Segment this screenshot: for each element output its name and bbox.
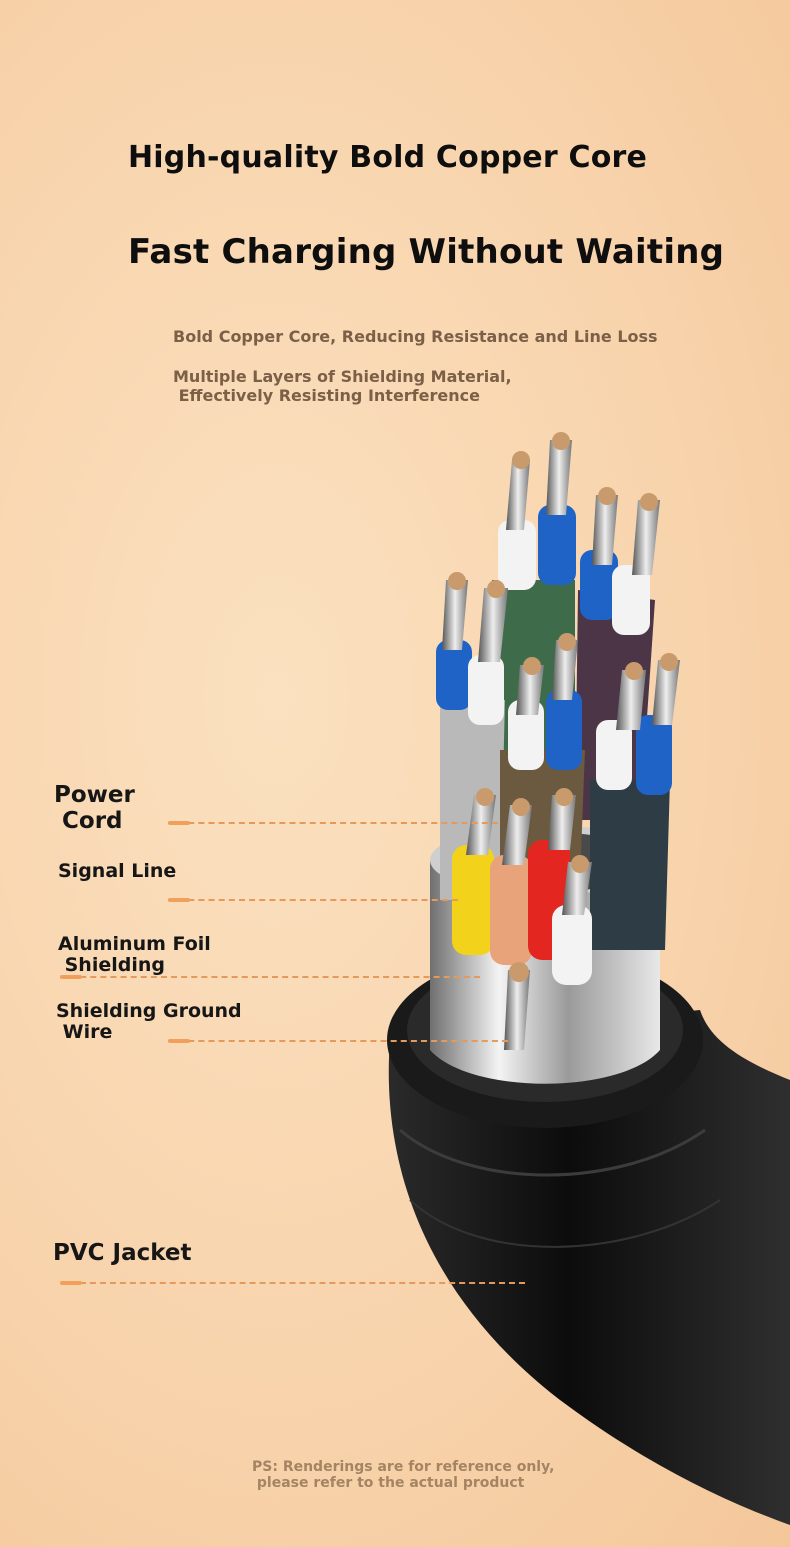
leader-signal-line xyxy=(168,898,458,902)
disclaimer-line-2: please refer to the actual product xyxy=(252,1475,525,1491)
label-aluminum-foil: Aluminum Foil Shielding xyxy=(58,934,211,976)
copper-strands xyxy=(442,440,680,1050)
strand-ends xyxy=(448,432,678,982)
subtitle-shielding-line-b: Effectively Resisting Interference xyxy=(173,386,480,405)
label-power-cord-line-a: Power xyxy=(54,782,135,808)
label-ground-wire: Shielding Ground Wire xyxy=(56,1001,242,1043)
disclaimer-line-1: PS: Renderings are for reference only, xyxy=(252,1459,555,1475)
disclaimer-note: PS: Renderings are for reference only, p… xyxy=(252,1459,554,1491)
leader-pvc-jacket xyxy=(60,1281,525,1285)
leader-aluminum-foil xyxy=(60,975,480,979)
label-power-cord-line-b: Cord xyxy=(54,808,123,834)
conductors xyxy=(436,505,672,985)
label-pvc-jacket: PVC Jacket xyxy=(53,1240,192,1266)
subtitle-shielding-line-a: Multiple Layers of Shielding Material, xyxy=(173,367,512,386)
label-aluminum-foil-line-a: Aluminum Foil xyxy=(58,933,211,955)
label-signal-line: Signal Line xyxy=(58,860,177,882)
subtitle-shielding: Multiple Layers of Shielding Material, E… xyxy=(173,367,512,405)
subtitle-copper-core: Bold Copper Core, Reducing Resistance an… xyxy=(173,327,658,346)
leader-ground-wire xyxy=(168,1039,508,1043)
leader-power-cord xyxy=(168,821,498,825)
label-power-cord: Power Cord xyxy=(54,782,135,834)
headline-line-1: High-quality Bold Copper Core xyxy=(128,140,648,175)
label-ground-wire-line-b: Wire xyxy=(56,1021,113,1043)
label-aluminum-foil-line-b: Shielding xyxy=(58,954,165,976)
label-ground-wire-line-a: Shielding Ground xyxy=(56,1000,242,1022)
headline-line-2: Fast Charging Without Waiting xyxy=(128,232,725,272)
